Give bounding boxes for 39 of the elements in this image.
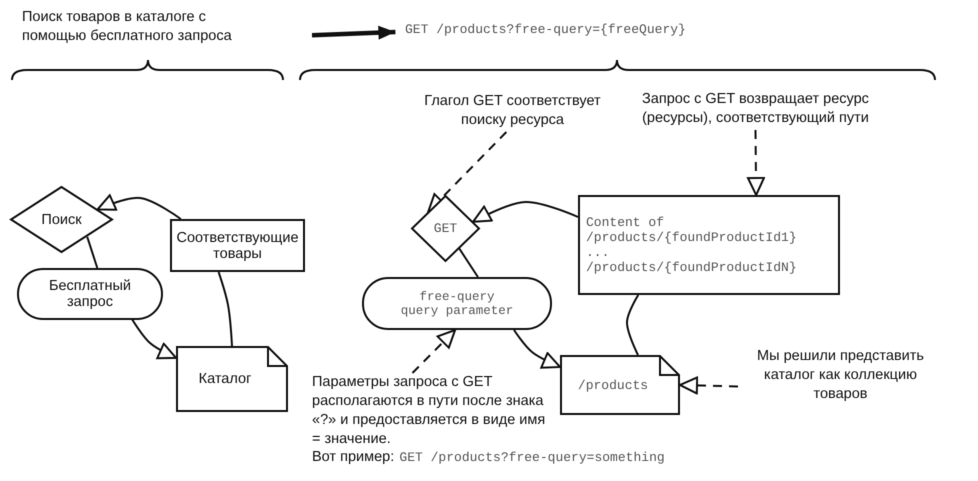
node-label: Соответствующие товары [175,230,300,262]
node-label: Content of [586,215,664,230]
decision-diamond [10,186,113,253]
document-shape [560,355,680,415]
annotation-text: Запрос с GET возвращает ресурс (ресурсы), соответствующий пути [628,90,883,130]
annotation-text: Глагол GET соответствует поиску ресурса [410,92,615,132]
connector-line [218,272,233,346]
node-label: Каталог [198,371,252,387]
decision-diamond [411,195,480,262]
resource-box [578,195,840,295]
annotation-text: Параметры запроса с GET располагаются в пути после знака «?» и предоставляется в виде имя = значение. [312,373,546,448]
node-label: /products/{foundProductIdN} [586,260,797,275]
arrow [747,130,765,196]
process-box [170,219,305,272]
arrow [472,201,578,223]
arrow [412,329,456,374]
rounded-box [17,268,163,320]
arrow [679,376,738,394]
connector-line [86,236,98,268]
arrow [513,329,561,369]
arrow [427,131,508,213]
connector-line [626,294,640,356]
arrow [96,194,182,220]
rounded-box [362,277,552,330]
node-label: Поиск [41,212,82,228]
node-label: /products [578,378,648,392]
code-example: GET /products?free-query=something [399,450,665,466]
annotation-text: Поиск товаров в каталоге с помощью бесплатного запроса [22,8,312,52]
arrow [312,26,396,40]
node-label: ... [586,245,610,260]
document-shape [176,346,288,412]
annotation-text: Вот пример: [312,449,394,466]
annotation-text: Мы решили представить каталог как коллекцию товаров [738,347,943,405]
node-label: GET [434,221,458,236]
node-label: Бесплатный запрос [48,278,132,310]
node-label: free-query query parameter [400,290,514,318]
node-label: /products/{foundProductId1} [586,230,797,245]
request-line: GET /products?free-query={freeQuery} [405,22,725,42]
connector-line [458,248,479,278]
